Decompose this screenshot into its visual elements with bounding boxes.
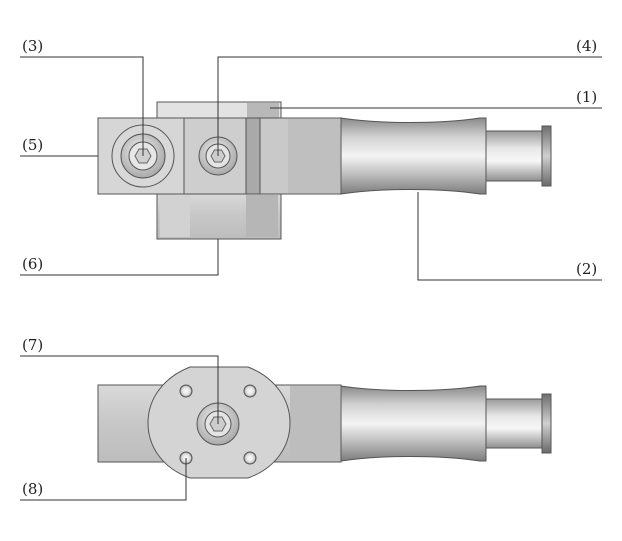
label-2: (2)	[576, 260, 597, 278]
label-7: (7)	[22, 336, 43, 354]
bottom-block-neck-shade	[290, 386, 340, 461]
top-flange-upper-dark	[247, 103, 279, 119]
label-1: (1)	[576, 88, 597, 106]
mount-hole-top-left	[179, 384, 193, 398]
leader-lines	[20, 56, 602, 501]
label-5: (5)	[22, 136, 43, 154]
label-6: (6)	[22, 255, 43, 273]
label-3: (3)	[22, 37, 43, 55]
leader-6	[20, 239, 219, 276]
leader-3	[20, 56, 144, 156]
label-8: (8)	[22, 480, 43, 498]
top-shaft	[485, 130, 543, 182]
leader-8	[20, 458, 187, 501]
bottom-handle-grip	[340, 385, 487, 462]
leader-2	[417, 192, 602, 281]
top-end-cap	[541, 125, 552, 187]
mount-hole-top-right	[243, 384, 257, 398]
mount-hole-bottom-right	[243, 451, 257, 465]
top-view-assembly	[97, 101, 552, 240]
top-handle-grip	[340, 117, 487, 195]
callout-labels: (3) (4) (1) (5) (6) (2) (7) (8)	[22, 37, 597, 498]
bottom-shaft	[485, 398, 543, 449]
top-flange-lower-shade-left	[160, 195, 190, 237]
top-block-neck-shade	[288, 119, 340, 193]
bottom-view-assembly	[97, 366, 552, 479]
top-flange-lower-shade-right	[246, 195, 278, 237]
leader-7	[20, 355, 219, 424]
leader-4	[217, 56, 602, 156]
top-block-right-face	[245, 117, 261, 195]
bottom-end-cap	[541, 393, 552, 454]
label-4: (4)	[576, 37, 597, 55]
